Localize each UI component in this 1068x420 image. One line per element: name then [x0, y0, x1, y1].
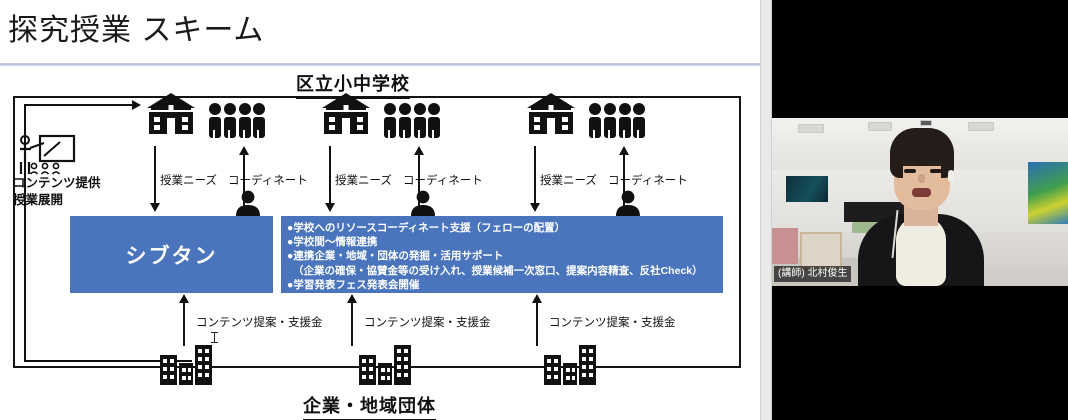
left-flow-label: コンテンツ提供 授業展開 — [13, 175, 101, 209]
ceiling-tile — [868, 122, 892, 131]
participant-video[interactable]: (講師) 北村俊生 — [772, 118, 1068, 286]
buildings-icon — [158, 341, 216, 385]
participant-brow-left — [902, 162, 918, 165]
wall-screen — [786, 176, 828, 202]
needs-arrow-head-2 — [325, 203, 335, 212]
participant-eye-left — [904, 169, 916, 173]
presentation-slide: 探究授業 スキーム 区立小中学校 企業・地域団体 — [0, 14, 760, 420]
needs-arrow-line-2 — [329, 146, 331, 204]
needs-label-2: 授業ニーズ — [335, 175, 392, 187]
buildings-icon — [542, 341, 600, 385]
coordinate-arrow-line-2 — [418, 152, 420, 216]
participant-brow-right — [928, 162, 944, 165]
participant-eye-right — [930, 169, 942, 173]
ceiling-tile — [968, 122, 994, 131]
school-icon — [143, 92, 199, 136]
proposal-arrow-line-2 — [351, 303, 353, 346]
coordinate-arrow-line-3 — [623, 152, 625, 216]
wooden-chair — [800, 232, 842, 270]
proposal-arrow-line-3 — [536, 303, 538, 346]
proposal-arrow-line-1 — [183, 303, 185, 346]
pink-chair — [772, 228, 798, 264]
person-icon — [410, 190, 436, 216]
video-panel[interactable]: (講師) 北村俊生 — [772, 0, 1068, 420]
participant-sweater — [896, 216, 946, 286]
ceiling-fixture — [920, 120, 932, 126]
buildings-icon — [357, 341, 415, 385]
text-cursor — [211, 332, 218, 343]
coordinate-label-1: コーディネート — [228, 175, 308, 187]
support-list-box: ●学校へのリソースコーディネート支援（フェローの配置） ●学校間～情報連携 ●連… — [281, 216, 723, 293]
company-heading: 企業・地域団体 — [303, 392, 436, 420]
needs-arrow-line-3 — [534, 146, 536, 204]
participant-nose — [918, 174, 925, 183]
proposal-label-1: コンテンツ提案・支援金 — [196, 317, 323, 329]
center-org-box: シブタン — [70, 216, 273, 293]
needs-arrow-line-1 — [154, 146, 156, 204]
coordinate-arrow-head-3 — [619, 146, 629, 155]
left-loop-arrowhead — [132, 100, 141, 110]
support-bullet-4: （企業の確保・協賛金等の受け入れ、授業候補一次窓口、提案内容精査、反社Check… — [293, 264, 703, 277]
support-bullet-5: ●学習発表フェス発表会開催 — [287, 278, 420, 291]
proposal-label-2: コンテンツ提案・支援金 — [364, 317, 491, 329]
students-group-icon — [207, 102, 267, 138]
left-flow-label-line2: 授業展開 — [13, 193, 64, 207]
coordinate-arrow-head-1 — [239, 146, 249, 155]
teacher-whiteboard-icon — [14, 134, 76, 178]
person-icon — [615, 190, 641, 216]
proposal-arrow-head-3 — [532, 294, 542, 303]
coordinate-label-3: コーディネート — [608, 175, 688, 187]
school-icon — [523, 92, 579, 136]
ceiling-tile — [798, 124, 824, 133]
left-loop-bottom — [24, 360, 192, 362]
students-group-icon — [382, 102, 442, 138]
diagram-frame — [13, 96, 741, 368]
left-loop-vertical — [24, 104, 26, 362]
needs-label-3: 授業ニーズ — [540, 175, 597, 187]
support-bullet-2: ●学校間～情報連携 — [287, 236, 378, 249]
needs-label-1: 授業ニーズ — [160, 175, 217, 187]
needs-arrow-head-1 — [150, 203, 160, 212]
center-org-label: シブタン — [125, 244, 218, 268]
students-group-icon — [587, 102, 647, 138]
coordinate-arrow-line-1 — [243, 152, 245, 216]
title-divider — [0, 63, 760, 66]
left-loop-top — [24, 104, 134, 106]
left-flow-label-line1: コンテンツ提供 — [13, 176, 101, 190]
coordinate-label-2: コーディネート — [403, 175, 483, 187]
participant-hair-left — [890, 146, 903, 178]
slide-title: 探究授業 スキーム — [8, 14, 265, 47]
participant-name-tag: (講師) 北村俊生 — [774, 266, 852, 282]
panel-divider — [760, 0, 772, 420]
earbud-icon — [948, 170, 954, 182]
proposal-arrow-head-2 — [347, 294, 357, 303]
school-icon — [318, 92, 374, 136]
wall-art — [1028, 162, 1068, 224]
support-bullet-3: ●連携企業・地域・団体の発掘・活用サポート — [287, 250, 504, 263]
support-bullet-1: ●学校へのリソースコーディネート支援（フェローの配置） — [287, 222, 566, 234]
proposal-label-3: コンテンツ提案・支援金 — [549, 317, 676, 329]
participant-mouth — [912, 188, 931, 197]
coordinate-arrow-head-2 — [414, 146, 424, 155]
proposal-arrow-head-1 — [179, 294, 189, 303]
needs-arrow-head-3 — [530, 203, 540, 212]
person-icon — [235, 190, 261, 216]
